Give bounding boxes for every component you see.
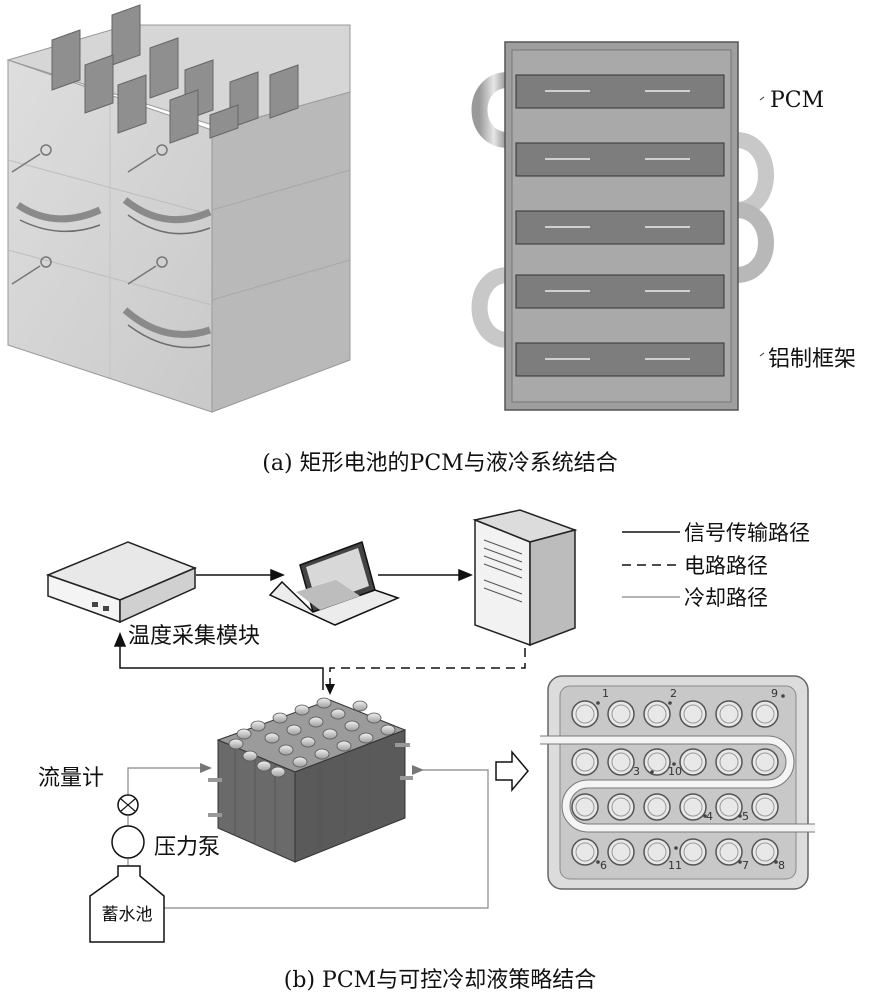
sensor-label-1: 1 bbox=[602, 687, 609, 700]
sensor-label-8: 8 bbox=[778, 859, 785, 872]
pump-icon bbox=[111, 825, 145, 859]
battery-plates bbox=[51, 4, 299, 144]
label-pump: 压力泵 bbox=[154, 835, 220, 860]
cooling-tubes bbox=[471, 72, 774, 348]
caption-a: (a) 矩形电池的PCM与液冷系统结合 bbox=[262, 451, 617, 476]
legend-signal-label: 信号传输路径 bbox=[684, 521, 810, 545]
label-pcm: PCM bbox=[770, 88, 824, 113]
pcm-slots bbox=[515, 74, 725, 377]
reservoir-icon bbox=[89, 865, 165, 943]
label-flowmeter: 流量计 bbox=[38, 766, 104, 791]
sensor-label-7: 7 bbox=[742, 859, 749, 872]
coolant-flow-arrows bbox=[11, 144, 212, 349]
battery-box-3d bbox=[6, 24, 351, 413]
battery-module-top-view: 1 2 3 4 5 6 7 8 9 10 11 bbox=[540, 675, 815, 890]
label-reservoir: 蓄水池 bbox=[102, 905, 153, 925]
coolant-arrow-out bbox=[412, 765, 424, 775]
frame-leader bbox=[759, 352, 765, 357]
sensor-label-9: 9 bbox=[771, 687, 778, 700]
label-temp-module: 温度采集模块 bbox=[128, 624, 260, 649]
legend: 信号传输路径 电路路径 冷却路径 bbox=[622, 521, 810, 610]
signal-paths bbox=[113, 568, 473, 690]
flowmeter-icon bbox=[117, 794, 139, 816]
battery-pack-icon bbox=[208, 697, 413, 863]
sensor-label-2: 2 bbox=[670, 687, 677, 700]
sensor-label-3: 3 bbox=[633, 765, 640, 778]
legend-circuit-label: 电路路径 bbox=[684, 554, 768, 578]
temperature-module-icon bbox=[45, 541, 197, 624]
sensor-label-5: 5 bbox=[742, 810, 749, 823]
circuit-arrowhead bbox=[325, 684, 335, 695]
hollow-arrow-icon bbox=[495, 749, 529, 793]
coolant-arrow-in bbox=[200, 763, 212, 773]
circuit-path bbox=[329, 648, 526, 688]
sensor-label-11: 11 bbox=[668, 859, 682, 872]
laptop-icon bbox=[268, 541, 401, 626]
server-icon bbox=[472, 509, 578, 647]
sensor-label-6: 6 bbox=[600, 859, 607, 872]
sensor-label-4: 4 bbox=[706, 810, 713, 823]
sensor-label-10: 10 bbox=[668, 765, 682, 778]
pcm-leader bbox=[759, 96, 765, 101]
legend-cooling-label: 冷却路径 bbox=[684, 586, 768, 610]
label-aluminum-frame: 铝制框架 bbox=[768, 347, 856, 372]
caption-b: (b) PCM与可控冷却液策略结合 bbox=[284, 968, 596, 993]
